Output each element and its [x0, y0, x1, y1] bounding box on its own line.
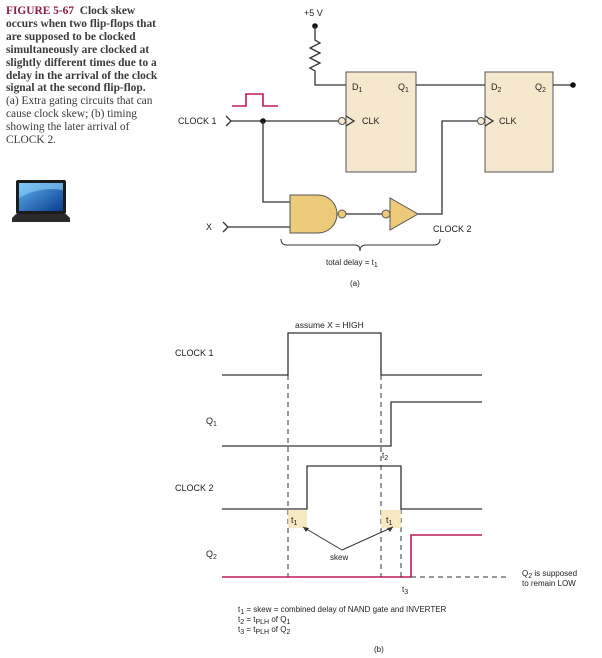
- ff2-d-label: D2: [491, 82, 502, 94]
- ff1-clk-triangle: [345, 115, 356, 127]
- supply-label: +5 V: [304, 8, 323, 18]
- clock1-signal-label: CLOCK 1: [175, 348, 214, 358]
- clock2-signal-label: CLOCK 2: [175, 483, 214, 493]
- ff2-q-label: Q2: [535, 82, 546, 94]
- legend-t2: t2 = tPLH of Q1: [238, 615, 290, 626]
- clock1-to-nand-wire: [262, 121, 290, 203]
- q2-waveform: [222, 534, 482, 578]
- q1-waveform: [222, 401, 482, 447]
- skew-arrowheads: [303, 527, 393, 532]
- t1-region-left: [288, 510, 307, 528]
- q2-output-node: [570, 82, 576, 88]
- ff2-clk-label: CLK: [499, 116, 517, 126]
- skew-arrows: [302, 526, 394, 551]
- clock1-waveform: [222, 332, 482, 376]
- clock2-waveform: [222, 465, 482, 510]
- q2-note-line1: Q2 is supposed: [522, 569, 577, 580]
- figure-label: FIGURE 5-67: [6, 5, 75, 17]
- ff1-d-label: D1: [352, 82, 363, 94]
- flip-flop-2: [484, 71, 554, 173]
- nand-gate: [289, 194, 338, 234]
- x-input-wire: [222, 221, 290, 233]
- ff1-q-label: Q1: [398, 82, 409, 94]
- delay-brace: [280, 238, 441, 252]
- part-b-label: (b): [374, 645, 384, 654]
- legend-t3: t3 = tPLH of Q2: [238, 625, 290, 636]
- caption-part-a: (a) Extra gating circuits that can cause…: [6, 95, 153, 121]
- x-input-label: X: [206, 222, 212, 232]
- t1-right-label: t1: [386, 515, 393, 527]
- ff1-clk-bubble: [338, 117, 346, 125]
- t1-region-right: [381, 510, 401, 528]
- t3-label: t3: [402, 585, 408, 596]
- caption-title: Clock skew occurs when two flip-flops th…: [6, 5, 158, 95]
- ff1-clk-label: CLK: [362, 116, 380, 126]
- inverter-bubble: [381, 209, 391, 219]
- q2-signal-label: Q2: [206, 549, 217, 561]
- caption-part-b: (b) timing showing the later arrival of …: [6, 108, 137, 147]
- clock2-label: CLOCK 2: [433, 224, 472, 234]
- clock1-label: CLOCK 1: [178, 116, 217, 126]
- q1-signal-label: Q1: [206, 416, 217, 428]
- ff2-clk-triangle: [484, 115, 495, 127]
- laptop-icon: [12, 180, 70, 222]
- figure-caption: FIGURE 5-67 Clock skew occurs when two f…: [6, 5, 166, 147]
- part-a-label: (a): [350, 279, 360, 288]
- inverter-gate: [389, 197, 420, 231]
- clock-pulse-icon: [232, 93, 278, 107]
- t2-label: t2: [382, 451, 388, 462]
- t1-left-label: t1: [291, 515, 298, 527]
- assume-label: assume X = HIGH: [295, 320, 364, 330]
- flip-flop-1: [345, 71, 417, 173]
- pullup-resistor: [308, 26, 346, 86]
- legend-t1: t1 = skew = combined delay of NAND gate …: [238, 605, 447, 616]
- total-delay-label: total delay = t1: [326, 258, 378, 269]
- skew-label: skew: [330, 553, 348, 562]
- q2-note-line2: to remain LOW: [522, 579, 576, 588]
- nand-bubble: [337, 209, 347, 219]
- clock2-wire: [418, 120, 477, 215]
- clock1-input-symbol: [225, 115, 232, 127]
- ff2-clk-bubble: [477, 117, 485, 125]
